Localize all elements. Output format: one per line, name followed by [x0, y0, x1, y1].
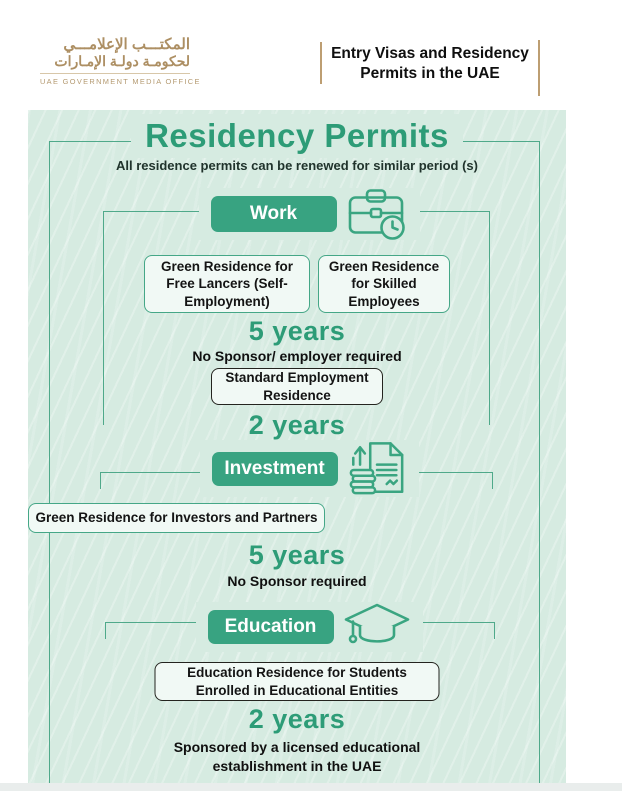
investment-growth-document-icon: [347, 440, 407, 497]
header-divider-right: [538, 40, 540, 96]
education-duration: 2 years: [248, 704, 346, 734]
header-divider-left: [320, 42, 322, 84]
work-pill: Work: [210, 196, 337, 232]
education-section-header: Education: [28, 602, 566, 652]
box-green-residence-skilled: Green Residence for Skilled Employees: [318, 255, 450, 313]
graduation-cap-icon: [343, 602, 411, 652]
box-standard-employment: Standard Employment Residence: [211, 368, 383, 405]
box-green-residence-investors: Green Residence for Investors and Partne…: [28, 503, 325, 533]
investment-note: No Sponsor required: [227, 573, 367, 589]
page-title-line2: Permits in the UAE: [360, 65, 500, 83]
investment-duration: 5 years: [248, 540, 346, 570]
work-standard-duration: 2 years: [248, 410, 346, 440]
page-title-line1: Entry Visas and Residency: [331, 45, 529, 62]
page-bottom-edge: [0, 783, 622, 791]
page-title: Entry Visas and Residency Permits in the…: [330, 44, 530, 85]
uae-gmo-logo: المكتـــب الإعلامـــي لحكومـة دولـة الإم…: [40, 36, 201, 86]
investment-section-header: Investment: [28, 440, 566, 497]
infographic-title: Residency Permits: [28, 114, 566, 158]
logo-arabic-line2: لحكومـة دولـة الإمـارات: [54, 53, 190, 69]
logo-divider: [40, 73, 190, 74]
infographic-panel: Residency Permits All residence permits …: [28, 110, 566, 783]
education-note: Sponsored by a licensed educational esta…: [173, 739, 421, 774]
box-green-residence-freelancers: Green Residence for Free Lancers (Self-E…: [144, 255, 310, 313]
education-pill: Education: [207, 610, 334, 644]
logo-caption: UAE GOVERNMENT MEDIA OFFICE: [40, 77, 201, 86]
investment-pill: Investment: [211, 451, 338, 486]
work-section-header: Work: [28, 188, 566, 240]
logo-arabic-line1: المكتـــب الإعلامـــي: [63, 36, 190, 53]
work-green-duration: 5 years: [248, 316, 346, 346]
work-boxes-row: Green Residence for Free Lancers (Self-E…: [28, 255, 566, 313]
work-green-note: No Sponsor/ employer required: [192, 348, 402, 364]
briefcase-clock-icon: [346, 188, 408, 240]
box-education-residence-students: Education Residence for Students Enrolle…: [154, 662, 440, 701]
infographic-subtitle: All residence permits can be renewed for…: [116, 158, 478, 173]
